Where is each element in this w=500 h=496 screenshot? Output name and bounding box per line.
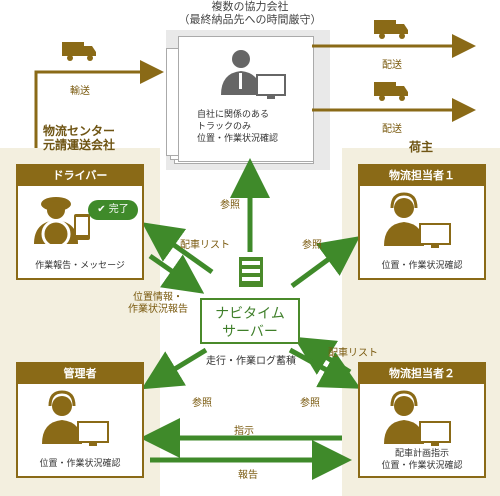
transport-arrow (34, 60, 164, 148)
partner-card-front: 自社に関係のある トラックのみ 位置・作業状況確認 (178, 36, 314, 162)
location-report-arrow (148, 253, 205, 294)
driver-card-title: ドライバー (18, 166, 142, 186)
driver-steering-phone-icon (34, 197, 90, 249)
done-bubble-text: 完了 (108, 204, 129, 215)
partner-caption-1: 自社に関係のある (197, 110, 270, 120)
staff1-caption: 位置・作業状況確認 (381, 261, 463, 271)
check-icon: ✔ (97, 204, 106, 215)
location-report-label: 位置情報・ 作業状況報告 (118, 292, 198, 316)
server-icon (239, 257, 263, 287)
logistics-title-line2: 元請運送会社 (42, 138, 115, 152)
staff1-card-title: 物流担当者１ (360, 166, 484, 186)
truck-icon-delivery-bottom (374, 82, 408, 101)
truck-icon-transport (62, 42, 96, 61)
transport-label: 輸送 (70, 86, 90, 97)
delivery-label-bottom: 配送 (382, 124, 402, 135)
server-line1: ナビタイム (215, 306, 285, 322)
staff1-card: 物流担当者１ 位置・作業状況確認 (358, 164, 486, 280)
dispatch-list-right-label: 配車リスト (328, 348, 378, 359)
shipper-title: 荷主 (408, 140, 433, 154)
manager-caption: 位置・作業状況確認 (39, 459, 121, 469)
staff2-caption-1: 配車計画指示 (394, 449, 449, 459)
driver-caption: 作業報告・メッセージ (35, 261, 125, 271)
logistics-title-line1: 物流センター (42, 124, 115, 138)
ref-left-bottom-arrow (141, 347, 208, 390)
manager-headset-computer-icon (42, 390, 109, 446)
staff2-headset-computer-icon (384, 390, 451, 446)
partner-caption-3: 位置・作業状況確認 (197, 134, 279, 144)
done-bubble: ✔ 完了 (88, 200, 138, 220)
partner-person-computer-icon (221, 50, 286, 99)
partners-title-line2: （最終納品先への時間厳守） (178, 13, 322, 26)
navitime-server-box: ナビタイム サーバー (200, 298, 300, 344)
truck-icon-delivery-top (374, 20, 408, 39)
ref-right-bottom-arrow (288, 347, 361, 389)
manager-card-title: 管理者 (18, 364, 142, 384)
instruction-label: 指示 (234, 426, 254, 437)
partner-caption-2: トラックのみ (197, 122, 252, 132)
driver-card: ドライバー ✔ 完了 作業報告・メッセージ (16, 164, 144, 280)
staff2-card-title: 物流担当者２ (360, 364, 484, 384)
delivery-label-top: 配送 (382, 60, 402, 71)
staff2-card: 物流担当者２ 配車計画指示 位置・作業状況確認 (358, 362, 486, 478)
ref-right-top-arrow (290, 236, 361, 289)
location-report-line1: 位置情報・ (133, 292, 183, 303)
staff2-caption-2: 位置・作業状況確認 (381, 461, 463, 471)
run-log-label: 走行・作業ログ蓄積 (206, 356, 296, 367)
ref-up-label: 参照 (220, 200, 240, 211)
partners-title: 複数の協力会社 （最終納品先への時間厳守） (160, 0, 340, 26)
staff2-caption: 配車計画指示 位置・作業状況確認 (360, 448, 484, 472)
staff1-headset-computer-icon (384, 192, 451, 248)
ref-right-bottom-label: 参照 (300, 398, 320, 409)
ref-left-bottom-label: 参照 (192, 398, 212, 409)
server-line2: サーバー (222, 324, 278, 340)
ref-right-top-label: 参照 (302, 240, 322, 251)
location-report-line2: 作業状況報告 (128, 304, 188, 315)
dispatch-list-left-label: 配車リスト (180, 240, 230, 251)
logistics-title: 物流センター 元請運送会社 (14, 124, 144, 152)
partners-title-line1: 複数の協力会社 (211, 0, 289, 13)
report-label: 報告 (238, 470, 258, 481)
manager-card: 管理者 位置・作業状況確認 (16, 362, 144, 478)
